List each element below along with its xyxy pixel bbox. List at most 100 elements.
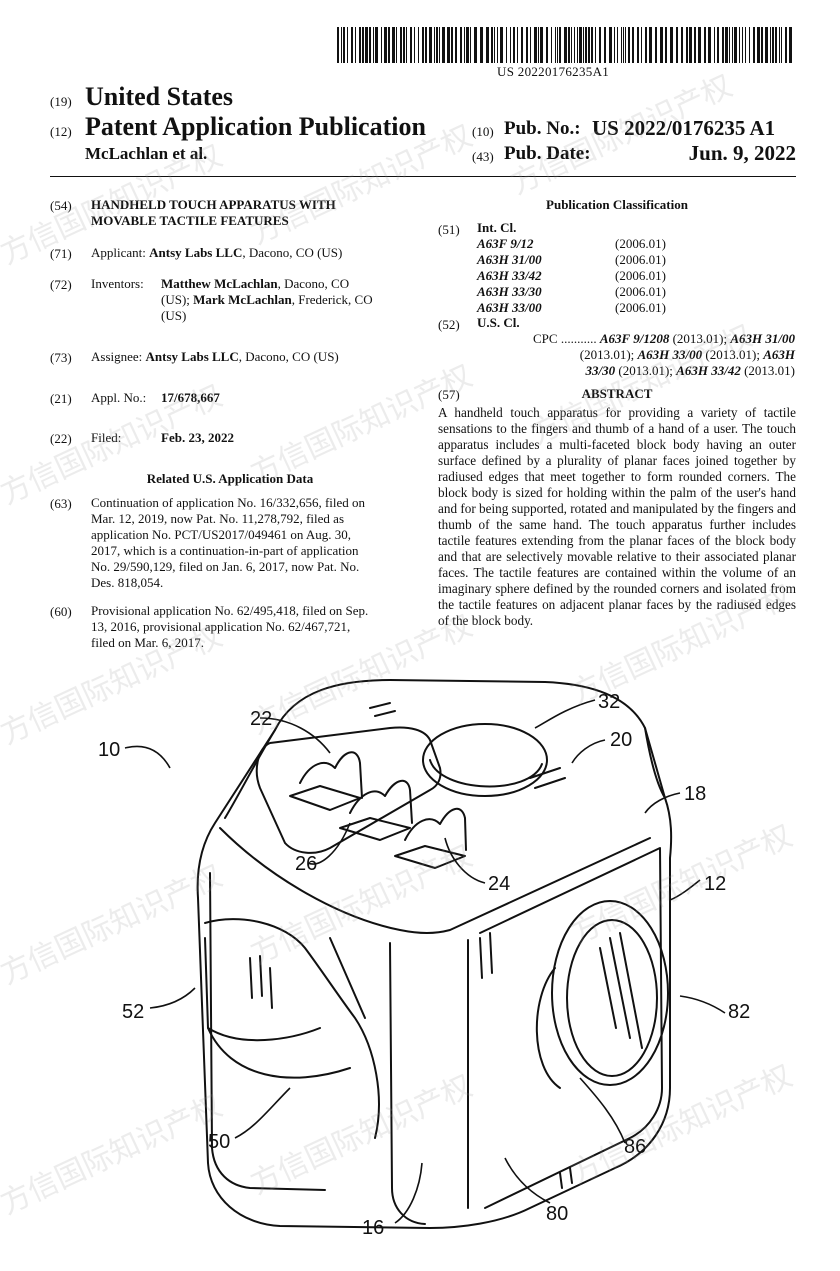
barcode-bar: [708, 27, 711, 63]
appl-no-value: 17/678,667: [161, 390, 220, 405]
barcode-bar: [439, 27, 440, 63]
barcode-bar: [491, 27, 493, 63]
barcode-bar: [765, 27, 768, 63]
ref-label-86: 86: [624, 1136, 646, 1158]
barcode-bar: [591, 27, 593, 63]
pub-date-label: Pub. Date:: [504, 143, 591, 164]
barcode-bar: [588, 27, 590, 63]
barcode-bar: [632, 27, 634, 63]
barcode-bar: [604, 27, 606, 63]
barcode-bar: [551, 27, 552, 63]
barcode-bar: [362, 27, 364, 63]
barcode-bar: [637, 27, 639, 63]
barcode-bar: [538, 27, 539, 63]
code-60: (60): [50, 604, 72, 619]
barcode-bar: [521, 27, 523, 63]
barcode-bar: [418, 27, 419, 63]
code-73: (73): [50, 350, 72, 365]
abstract-text: A handheld touch apparatus for providing…: [438, 405, 796, 628]
barcode-bar: [388, 27, 390, 63]
title-line-2: MOVABLE TACTILE FEATURES: [91, 213, 289, 228]
barcode-bar: [373, 27, 374, 63]
barcode-bar: [464, 27, 465, 63]
code-22: (22): [50, 431, 72, 446]
barcode-bar: [579, 27, 582, 63]
barcode-bar: [369, 27, 371, 63]
ref-label-10: 10: [98, 739, 120, 761]
barcode-bar: [559, 27, 561, 63]
code-21: (21): [50, 391, 72, 406]
barcode-bar: [689, 27, 692, 63]
barcode-bar: [470, 27, 471, 63]
barcode-bar: [676, 27, 678, 63]
ref-label-50: 50: [208, 1131, 230, 1153]
provisional-text: Provisional application No. 62/495,418, …: [91, 603, 369, 650]
barcode-bar: [660, 27, 663, 63]
code-12: (12): [50, 124, 72, 139]
barcode-bar: [628, 27, 630, 63]
barcode-bar: [785, 27, 787, 63]
abstract-title: ABSTRACT: [581, 386, 653, 401]
barcode-bar: [513, 27, 515, 63]
ref-label-12: 12: [704, 873, 726, 895]
barcode-bar: [609, 27, 612, 63]
barcode-bar: [530, 27, 531, 63]
ref-label-16: 16: [362, 1217, 384, 1239]
barcode-bar: [686, 27, 688, 63]
patent-figure: 10 22 32 20 18 26 24 12 52 82 50 86 80 1…: [98, 679, 750, 1239]
barcode-bar: [526, 27, 528, 63]
barcode-bar: [599, 27, 601, 63]
title-line-1: HANDHELD TOUCH APPARATUS WITH: [91, 197, 336, 212]
continuation-text: Continuation of application No. 16/332,6…: [91, 495, 366, 590]
code-72: (72): [50, 277, 72, 292]
barcode-bar: [384, 27, 387, 63]
barcode-bar: [455, 27, 457, 63]
barcode-bar: [617, 27, 618, 63]
barcode-bar: [564, 27, 567, 63]
barcode-bar: [500, 27, 503, 63]
barcode-bar: [775, 27, 777, 63]
ref-label-52: 52: [122, 1001, 144, 1023]
barcode-bar: [734, 27, 737, 63]
int-cl-label: Int. Cl.: [477, 220, 517, 235]
barcode-bar: [486, 27, 489, 63]
barcode-bar: [757, 27, 760, 63]
assignee: Assignee: Antsy Labs LLC, Dacono, CO (US…: [91, 349, 339, 364]
barcode-bar: [577, 27, 578, 63]
barcode-bar: [460, 27, 462, 63]
barcode-bar: [772, 27, 774, 63]
document-type: Patent Application Publication: [85, 112, 426, 141]
barcode-bar: [625, 27, 626, 63]
barcode-bar: [466, 27, 469, 63]
barcode-bar: [655, 27, 657, 63]
barcode-bar: [403, 27, 405, 63]
barcode-bar: [343, 27, 345, 63]
barcode-bar: [375, 27, 378, 63]
barcode-bar: [506, 27, 507, 63]
barcode-bar: [451, 27, 453, 63]
barcode-bar: [517, 27, 518, 63]
code-43: (43): [472, 149, 494, 164]
barcode-bar: [392, 27, 395, 63]
country: United States: [85, 82, 234, 111]
barcode-bar: [381, 27, 382, 63]
code-57: (57): [438, 387, 460, 402]
code-19: (19): [50, 94, 72, 109]
barcode-bar: [781, 27, 782, 63]
barcode-bar: [494, 27, 495, 63]
barcode-bar: [714, 27, 715, 63]
pub-class-title: Publication Classification: [546, 197, 688, 212]
code-63: (63): [50, 496, 72, 511]
ref-label-26: 26: [295, 853, 317, 875]
barcode-bar: [704, 27, 706, 63]
code-51: (51): [438, 222, 460, 237]
ref-label-20: 20: [610, 729, 632, 751]
barcode-bar: [447, 27, 450, 63]
ref-label-80: 80: [546, 1203, 568, 1225]
filed-value: Feb. 23, 2022: [161, 430, 234, 445]
barcode-bar: [396, 27, 397, 63]
barcode-bar: [670, 27, 673, 63]
barcode-bar: [753, 27, 755, 63]
applicant: Applicant: Antsy Labs LLC, Dacono, CO (U…: [91, 245, 343, 260]
barcode-number: US 20220176235A1: [497, 64, 610, 79]
